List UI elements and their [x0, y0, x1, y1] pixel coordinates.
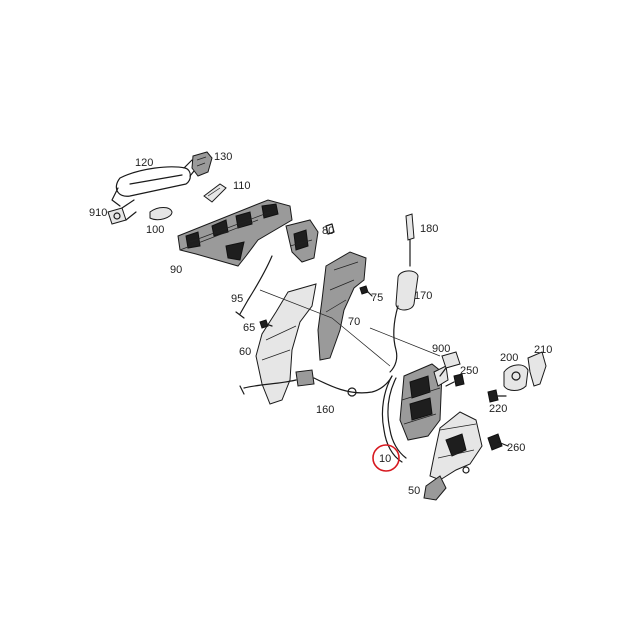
- label-90: 90: [170, 264, 182, 276]
- clip-part: [325, 223, 335, 235]
- label-100: 100: [146, 224, 164, 236]
- label-910: 910: [89, 207, 107, 219]
- label-60: 60: [239, 346, 251, 358]
- rod-part: [239, 255, 273, 315]
- screw-250-part: [445, 373, 465, 387]
- cover-part: [317, 251, 367, 361]
- label-220: 220: [489, 403, 507, 415]
- lock-cylinder-part: [107, 199, 137, 225]
- label-120: 120: [135, 157, 153, 169]
- lock-carrier-part: [423, 411, 483, 501]
- label-260: 260: [507, 442, 525, 454]
- cable-10-part: [381, 375, 407, 463]
- label-80: 80: [322, 225, 334, 237]
- label-200: 200: [500, 352, 518, 364]
- label-900: 900: [432, 343, 450, 355]
- handle-carrier-part: [177, 199, 293, 267]
- bolt-260-part: [487, 433, 509, 451]
- inner-cover-part: [255, 283, 317, 405]
- highlight-circle: [372, 444, 400, 472]
- label-250: 250: [460, 365, 478, 377]
- gasket-part: [203, 183, 227, 203]
- seal-part: [149, 207, 173, 221]
- rod-end: [235, 311, 245, 319]
- striker-bracket-part: [527, 351, 547, 387]
- label-65: 65: [243, 322, 255, 334]
- label-10: 10: [379, 453, 391, 465]
- striker-part: [503, 364, 529, 391]
- clip-65-part: [259, 319, 273, 329]
- damper-part: [395, 213, 419, 311]
- label-70: 70: [348, 316, 360, 328]
- bracket-part: [285, 219, 319, 263]
- label-95: 95: [231, 293, 243, 305]
- label-110: 110: [233, 180, 251, 192]
- outside-handle-part: [111, 159, 199, 207]
- screw-75-part: [359, 285, 373, 297]
- leader-line: [369, 327, 441, 357]
- handle-cap-part: [191, 151, 213, 177]
- label-170: 170: [414, 290, 432, 302]
- screw-220-part: [487, 389, 507, 403]
- label-160: 160: [316, 404, 334, 416]
- cable-part: [239, 369, 393, 397]
- leader-line: [259, 289, 391, 367]
- label-50: 50: [408, 485, 420, 497]
- door-lock-part: [399, 363, 449, 441]
- label-210: 210: [534, 344, 552, 356]
- label-130: 130: [214, 151, 232, 163]
- label-180: 180: [420, 223, 438, 235]
- label-75: 75: [371, 292, 383, 304]
- cable-wire: [389, 305, 399, 373]
- connector-part: [439, 351, 461, 377]
